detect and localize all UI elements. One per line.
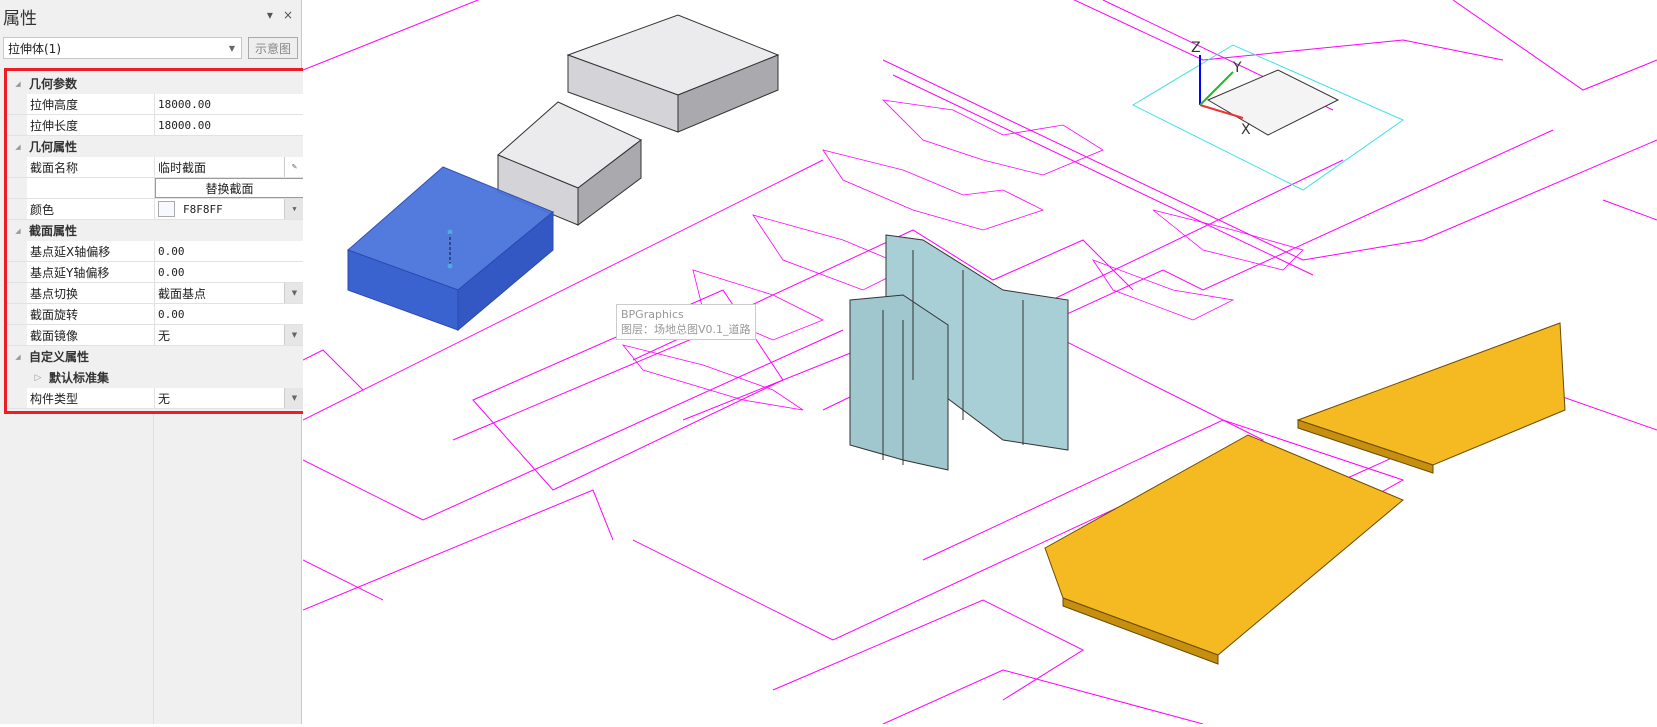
replace-section-button[interactable]: 替换截面 — [155, 178, 304, 198]
gray-box-2 — [497, 101, 642, 226]
base-point-value: 截面基点 — [158, 286, 207, 301]
chevron-down-icon[interactable]: ▼ — [284, 325, 304, 345]
residential-towers — [849, 234, 1069, 471]
property-row: 构件类型无▼ — [7, 388, 304, 409]
gray-box-1 — [566, 14, 780, 133]
property-key-empty — [27, 178, 155, 198]
rotation-input[interactable]: 0.00 — [155, 304, 304, 324]
category-geometry-params[interactable]: ◢ 几何参数 — [7, 73, 304, 94]
collapse-icon[interactable]: ◢ — [15, 79, 21, 88]
property-row: 基点切换截面基点 ▼ — [7, 283, 304, 304]
axis-z-label: Z — [1191, 40, 1201, 56]
collapse-icon[interactable]: ◢ — [15, 226, 21, 235]
component-type-select[interactable]: 无▼ — [155, 388, 304, 408]
category-label: 几何属性 — [29, 140, 78, 154]
scene: Z Y X — [302, 0, 1657, 725]
property-key: 颜色 — [27, 199, 155, 219]
category-label: 几何参数 — [29, 77, 78, 91]
color-value: F8F8FF — [183, 202, 223, 216]
collapse-icon[interactable]: ◢ — [15, 352, 21, 361]
selected-extrusion[interactable] — [347, 166, 554, 332]
component-type-value: 无 — [158, 391, 171, 406]
panel-title: 属性 ▾ × — [0, 0, 301, 32]
category-label: 自定义属性 — [29, 350, 90, 364]
property-key: 拉伸高度 — [27, 94, 155, 114]
chevron-down-icon[interactable]: ▼ — [284, 388, 304, 408]
panel-title-text: 属性 — [3, 8, 37, 29]
3d-viewport[interactable]: Z Y X — [302, 0, 1657, 725]
property-row: 截面镜像无▼ — [7, 325, 304, 346]
property-key: 基点延Y轴偏移 — [27, 262, 155, 282]
property-key: 构件类型 — [27, 388, 155, 408]
preview-button[interactable]: 示意图 — [248, 37, 298, 59]
property-row: 颜色 F8F8FF ▼ — [7, 199, 304, 220]
property-key: 基点切换 — [27, 283, 155, 303]
chevron-down-icon: ▼ — [228, 43, 235, 53]
site-minimap: Z Y X — [1131, 40, 1405, 191]
close-icon[interactable]: × — [282, 8, 293, 22]
color-swatch — [158, 201, 175, 217]
property-key: 截面旋转 — [27, 304, 155, 324]
pin-dropdown-icon[interactable]: ▾ — [266, 8, 273, 22]
edit-pencil-icon[interactable]: ✎ — [284, 157, 304, 177]
object-select[interactable]: 拉伸体(1) ▼ — [3, 37, 242, 59]
grid-divider — [153, 414, 154, 724]
section-name-field[interactable]: 临时截面 ✎ — [155, 157, 304, 177]
category-section-attrs[interactable]: ◢ 截面属性 — [7, 220, 304, 241]
chevron-down-icon[interactable]: ▼ — [284, 283, 304, 303]
chevron-down-icon[interactable]: ▼ — [284, 199, 304, 219]
extrude-length-input[interactable]: 18000.00 — [155, 115, 304, 135]
base-point-select[interactable]: 截面基点 ▼ — [155, 283, 304, 303]
yellow-plots — [1044, 322, 1566, 665]
tooltip-layer: 图层：场地总图V0.1_道路 — [621, 323, 751, 336]
section-name-value: 临时截面 — [158, 160, 207, 175]
tooltip-title: BPGraphics — [621, 308, 684, 321]
property-key: 基点延X轴偏移 — [27, 241, 155, 261]
object-select-value: 拉伸体(1) — [8, 41, 61, 56]
property-key: 截面镜像 — [27, 325, 155, 345]
category-custom-attrs[interactable]: ◢ 自定义属性 — [7, 346, 304, 367]
axis-y-label: Y — [1232, 60, 1242, 76]
axis-x-label: X — [1241, 122, 1251, 138]
color-select[interactable]: F8F8FF ▼ — [155, 199, 304, 219]
subcategory-label: 默认标准集 — [49, 371, 110, 385]
property-key: 拉伸长度 — [27, 115, 155, 135]
mirror-value: 无 — [158, 328, 171, 343]
category-label: 截面属性 — [29, 224, 78, 238]
subcategory-default-set[interactable]: ▷ 默认标准集 — [7, 367, 304, 388]
property-row: 截面名称临时截面 ✎ — [7, 157, 304, 178]
hover-tooltip: BPGraphics 图层：场地总图V0.1_道路 — [616, 304, 756, 340]
extrude-height-input[interactable]: 18000.00 — [155, 94, 304, 114]
y-offset-input[interactable]: 0.00 — [155, 262, 304, 282]
property-key: 截面名称 — [27, 157, 155, 177]
collapse-icon[interactable]: ◢ — [15, 142, 21, 151]
mirror-select[interactable]: 无▼ — [155, 325, 304, 345]
property-row: 替换截面 — [7, 178, 304, 199]
expand-icon[interactable]: ▷ — [34, 372, 42, 383]
category-geometry-attrs[interactable]: ◢ 几何属性 — [7, 136, 304, 157]
x-offset-input[interactable]: 0.00 — [155, 241, 304, 261]
